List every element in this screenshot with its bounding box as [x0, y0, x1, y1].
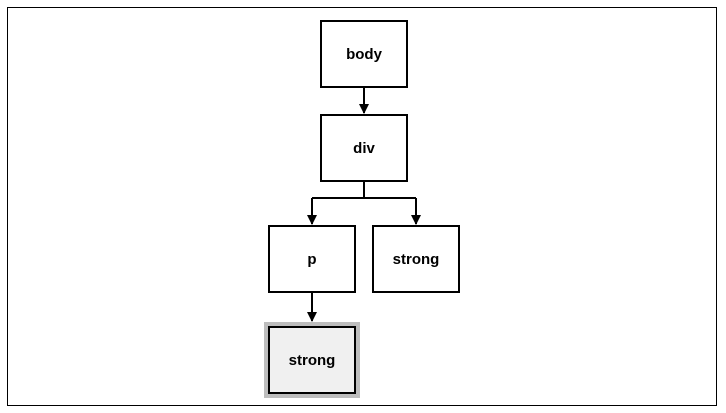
node-body: body — [320, 20, 408, 88]
diagram-frame — [7, 7, 717, 406]
node-strong-label: strong — [392, 250, 440, 268]
node-div-label: div — [353, 139, 375, 157]
node-strong: strong — [372, 225, 460, 293]
edge-div-branch — [312, 182, 416, 199]
node-p: p — [268, 225, 356, 293]
node-div: div — [320, 114, 408, 182]
node-strong-highlighted: strong — [264, 322, 360, 398]
node-strong-highlighted-label: strong — [288, 351, 336, 369]
node-body-label: body — [346, 45, 382, 63]
node-p-label: p — [307, 250, 317, 268]
